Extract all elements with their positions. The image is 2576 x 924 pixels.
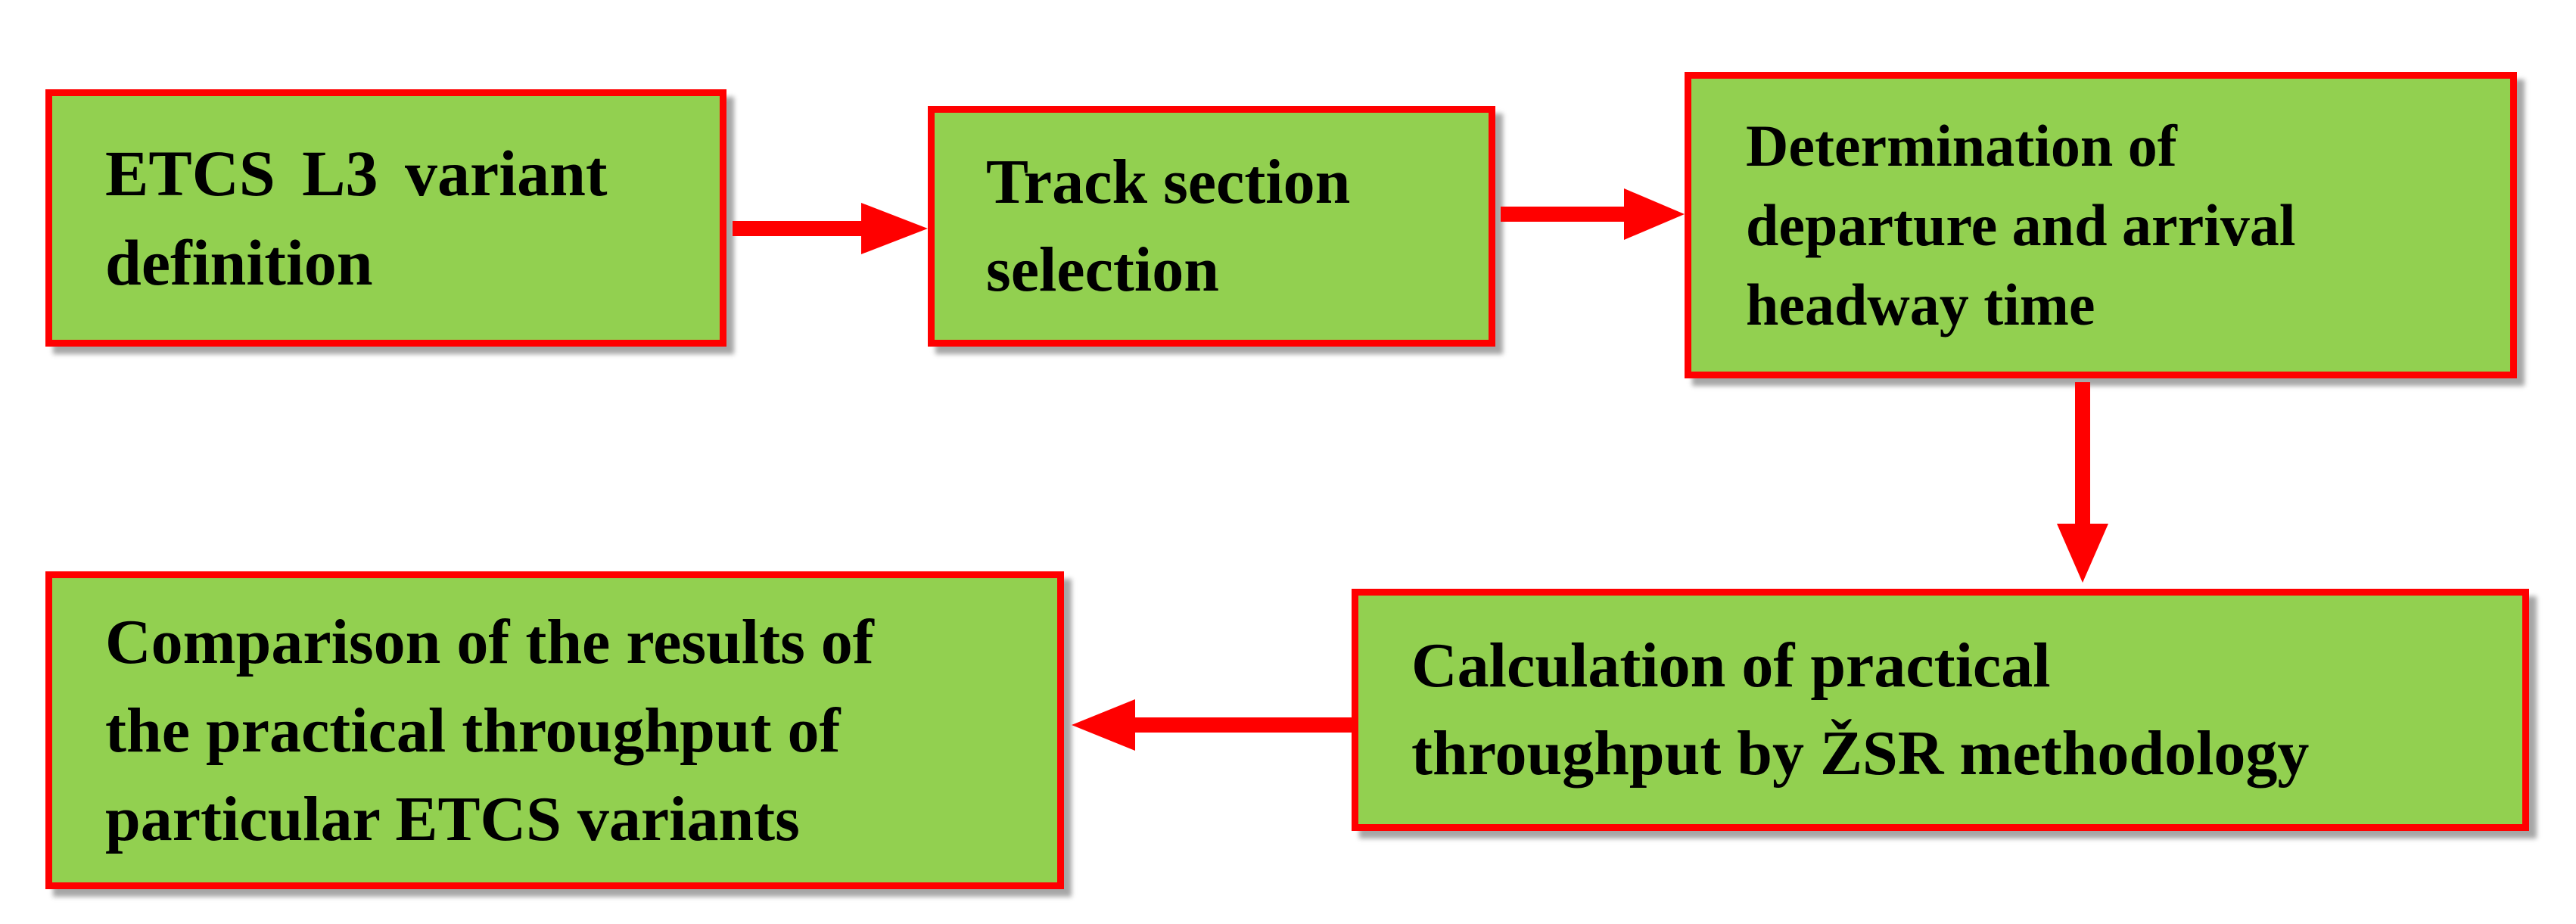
step-label: Determination of departure and arrival h… — [1746, 113, 2296, 338]
step-headway-time-determination: Determination of departure and arrival h… — [1685, 72, 2517, 378]
step-etcs-variant-definition: ETCS L3 variant definition — [45, 89, 726, 347]
step-label: Track section selection — [986, 147, 1351, 305]
arrow-step1-to-step2 — [733, 203, 928, 254]
arrow-step2-to-step3 — [1501, 188, 1685, 240]
step-results-comparison: Comparison of the results of the practic… — [45, 571, 1064, 889]
step-label: ETCS L3 variant definition — [105, 137, 608, 299]
step-throughput-calculation: Calculation of practical throughput by Ž… — [1352, 589, 2529, 831]
arrow-step4-to-step5 — [1072, 699, 1352, 751]
step-label: Calculation of practical throughput by Ž… — [1411, 630, 2310, 789]
step-track-section-selection: Track section selection — [928, 106, 1495, 347]
step-label: Comparison of the results of the practic… — [105, 606, 874, 854]
arrow-step3-to-step4 — [2057, 382, 2108, 583]
